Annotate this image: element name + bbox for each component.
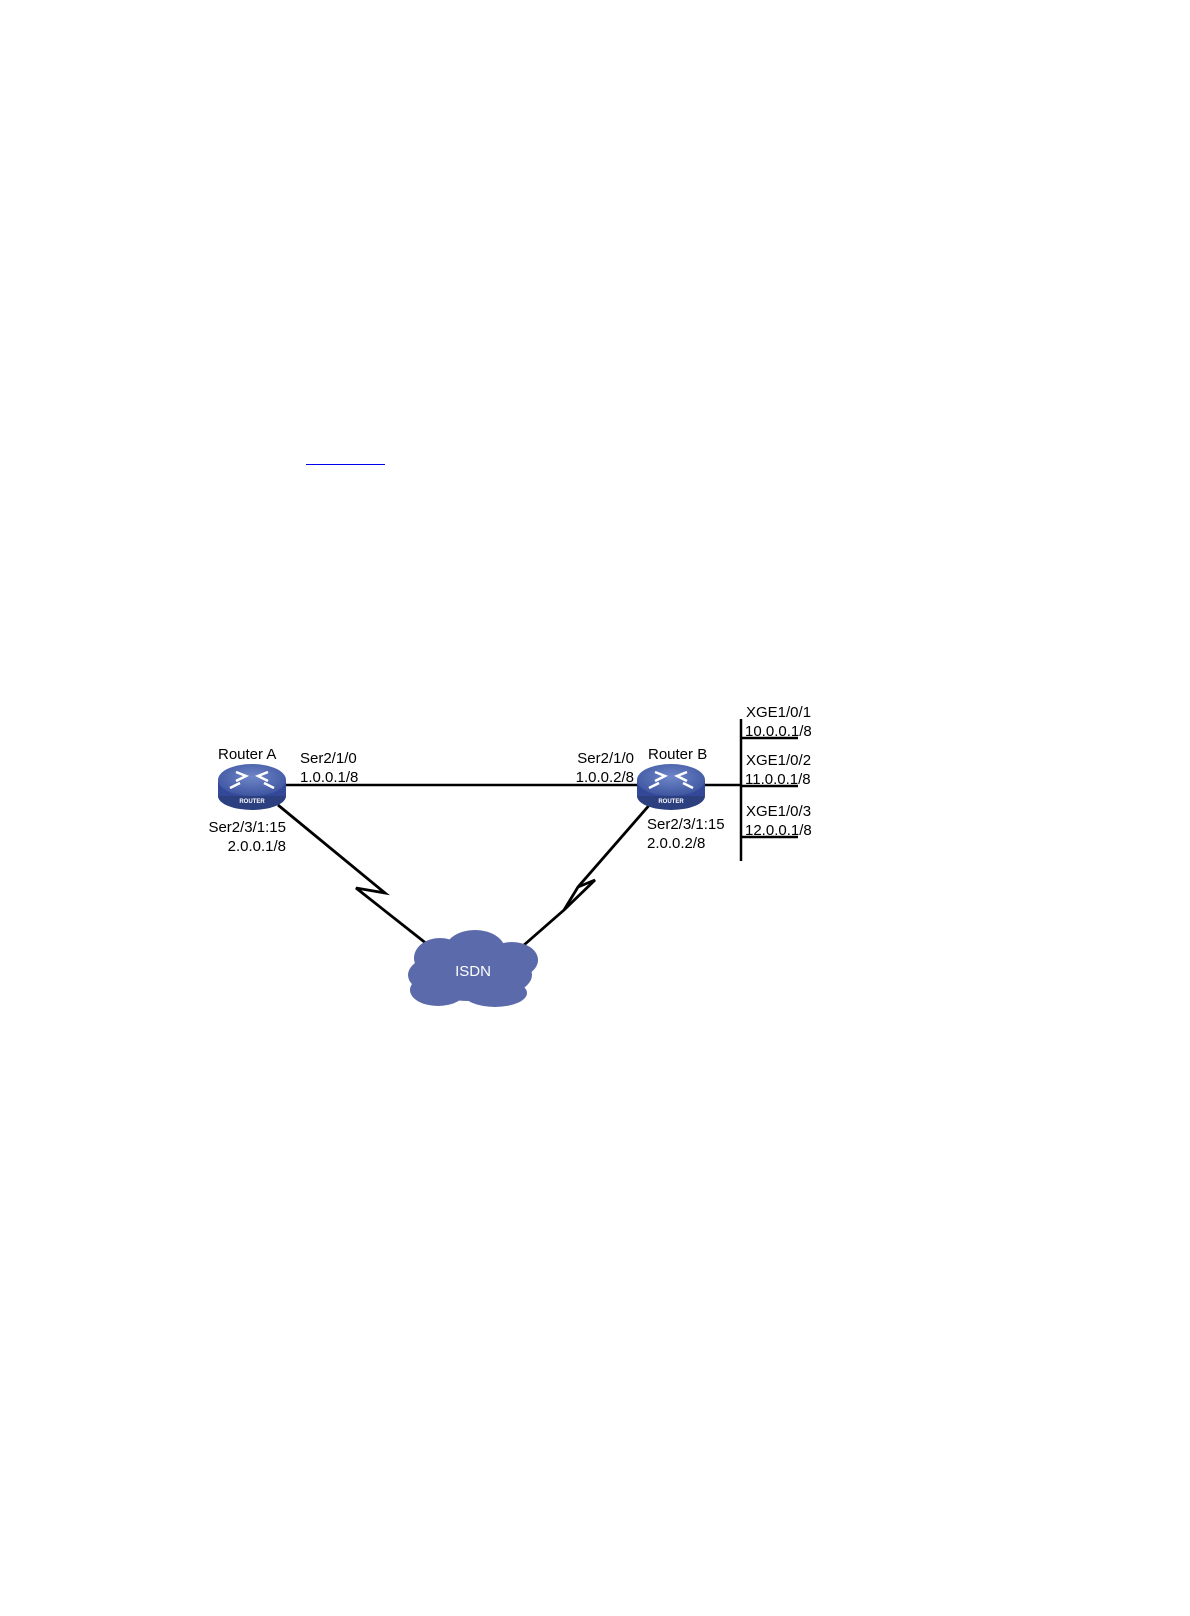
isdn-link-a — [278, 805, 432, 948]
isdn-cloud-label: ISDN — [448, 963, 498, 980]
lan-ip-1: 10.0.0.1/8 — [745, 722, 812, 741]
lan-port-2: XGE1/0/2 — [746, 751, 811, 770]
router-b-serial-ip: 1.0.0.2/8 — [550, 768, 634, 787]
router-a-isdn-port: Ser2/3/1:15 — [196, 818, 286, 837]
router-b-name: Router B — [648, 745, 707, 764]
lan-port-3: XGE1/0/3 — [746, 802, 811, 821]
router-a-serial-port: Ser2/1/0 — [300, 749, 357, 768]
isdn-link-b — [516, 802, 652, 952]
router-b-icon-text: ROUTER — [658, 799, 684, 805]
router-a-icon: ROUTER — [218, 764, 286, 810]
router-b-isdn-port: Ser2/3/1:15 — [647, 815, 725, 834]
lan-port-1: XGE1/0/1 — [746, 703, 811, 722]
router-a-serial-ip: 1.0.0.1/8 — [300, 768, 358, 787]
router-a-name: Router A — [218, 745, 276, 764]
router-a-isdn-ip: 2.0.0.1/8 — [196, 837, 286, 856]
router-a-icon-text: ROUTER — [239, 799, 265, 805]
router-b-icon: ROUTER — [637, 764, 705, 810]
router-b-serial-port: Ser2/1/0 — [550, 749, 634, 768]
lan-ip-2: 11.0.0.1/8 — [745, 770, 811, 789]
lan-ip-3: 12.0.0.1/8 — [745, 821, 812, 840]
router-b-isdn-ip: 2.0.0.2/8 — [647, 834, 705, 853]
